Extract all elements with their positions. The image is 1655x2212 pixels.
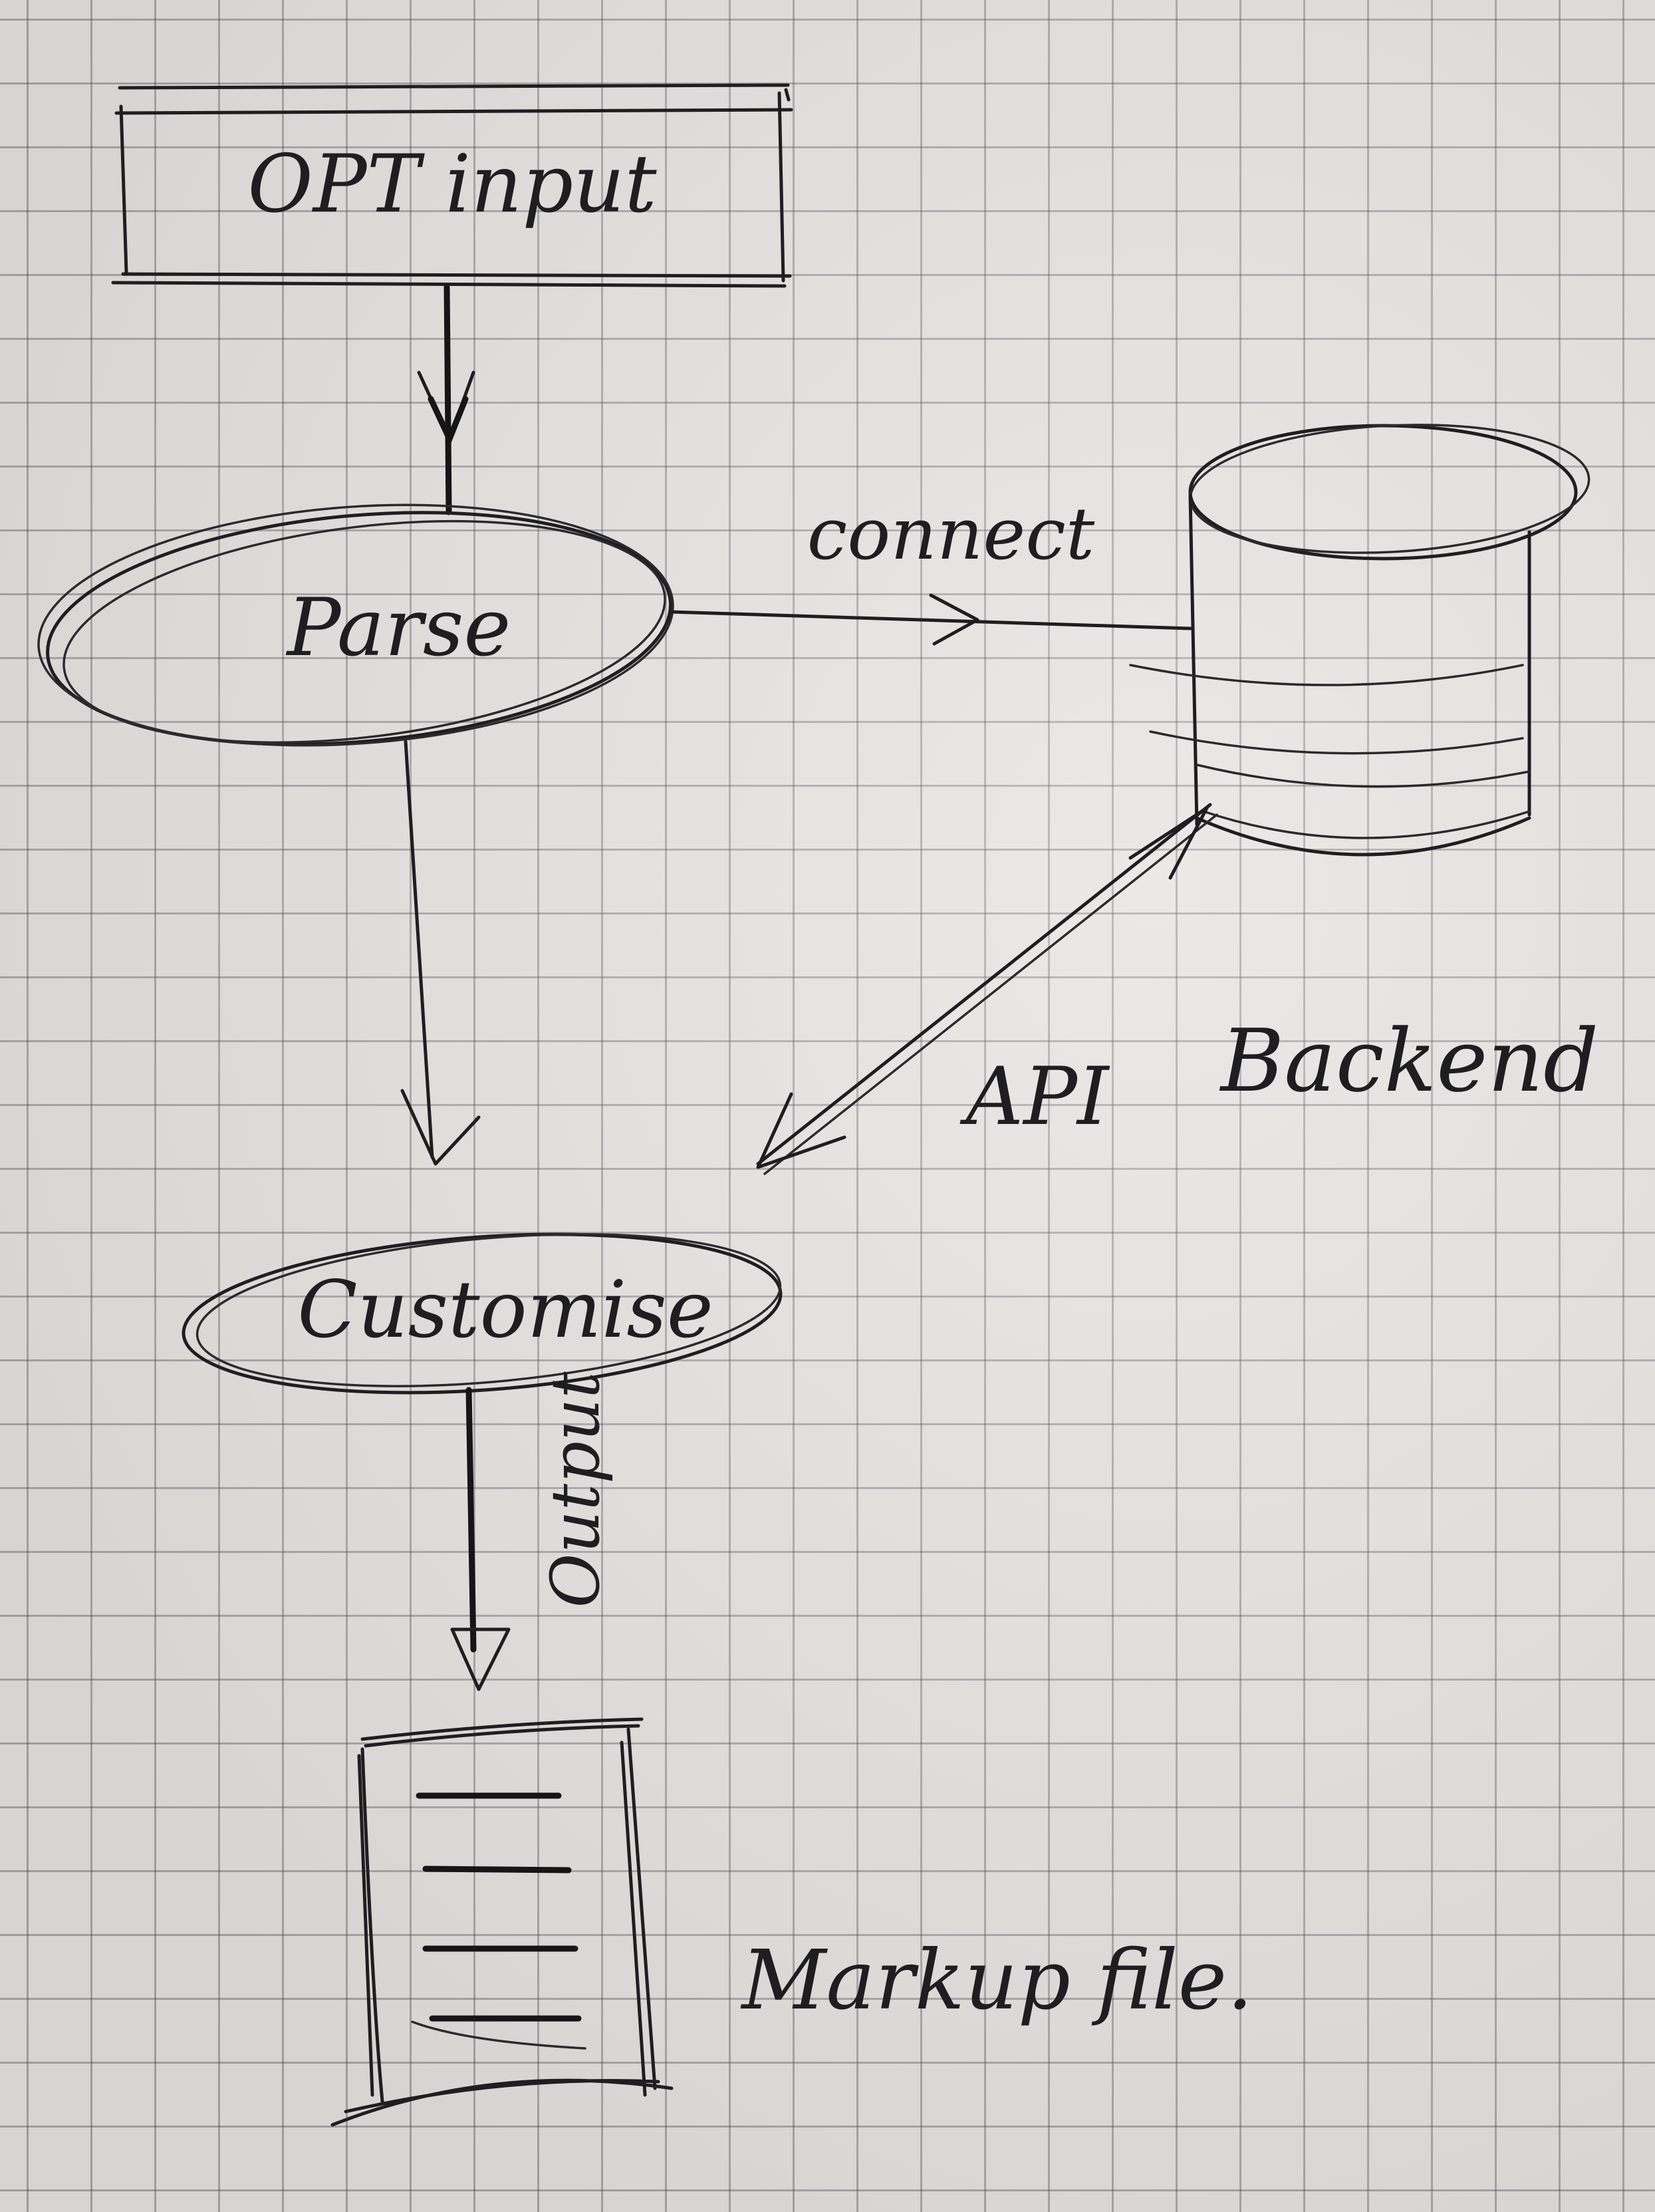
backend-label: Backend (1219, 1010, 1599, 1111)
parse-node-label: Parse (286, 582, 511, 674)
arrow-input-to-parse (417, 284, 475, 515)
document-icon: Markup file. (330, 1717, 1253, 2127)
arrow-parse-to-customise (400, 740, 481, 1166)
input-box: OPT input (111, 83, 793, 288)
customise-node-label: Customise (297, 1264, 713, 1355)
markup-file-label: Markup file. (740, 1933, 1253, 2028)
database-icon: Backend (1129, 424, 1599, 1111)
customise-node: Customise (182, 1232, 783, 1395)
parse-node: Parse (37, 503, 674, 747)
arrow-customise-to-file: Output (450, 1371, 614, 1691)
connect-edge-label: connect (807, 493, 1095, 576)
input-box-label: OPT input (247, 138, 657, 231)
arrow-backend-customise: API (756, 803, 1218, 1175)
output-edge-label: Output (537, 1371, 614, 1608)
arrow-parse-to-backend: connect (670, 493, 1192, 646)
api-edge-label: API (959, 1051, 1110, 1143)
